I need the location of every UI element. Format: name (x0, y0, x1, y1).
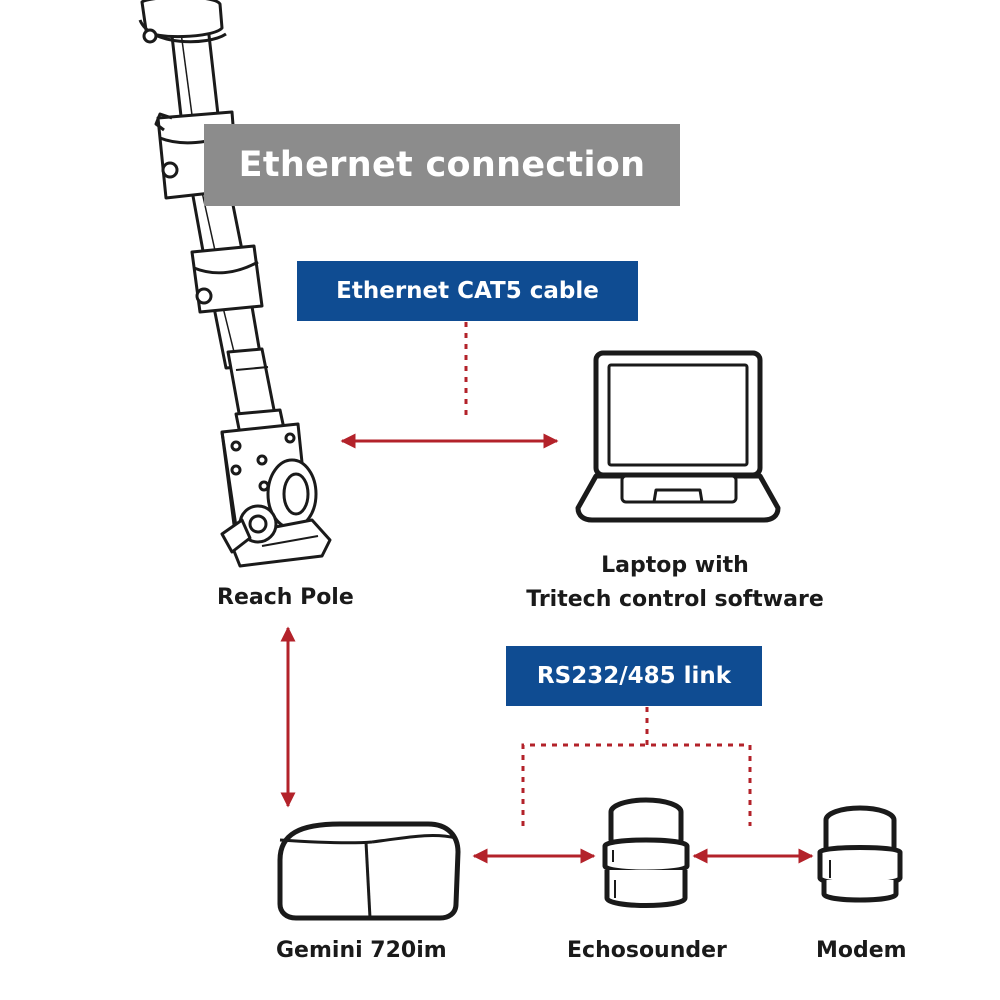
title-box: Ethernet connection (204, 124, 680, 206)
gemini-label: Gemini 720im (276, 938, 447, 963)
laptop-label-line2: Tritech control software (526, 587, 824, 612)
gemini-sonar-illustration (277, 821, 461, 921)
reach-pole-label: Reach Pole (217, 585, 354, 610)
cat5-cable-callout: Ethernet CAT5 cable (297, 261, 638, 321)
modem-illustration (817, 805, 903, 903)
echosounder-label: Echosounder (567, 938, 727, 963)
modem-label: Modem (816, 938, 907, 963)
laptop-label: Laptop with Tritech control software (520, 549, 830, 617)
echosounder-illustration (602, 797, 690, 908)
rs-link-callout: RS232/485 link (506, 646, 762, 706)
laptop-label-line1: Laptop with (601, 553, 749, 578)
connectors (280, 322, 814, 864)
laptop-illustration (575, 350, 781, 523)
